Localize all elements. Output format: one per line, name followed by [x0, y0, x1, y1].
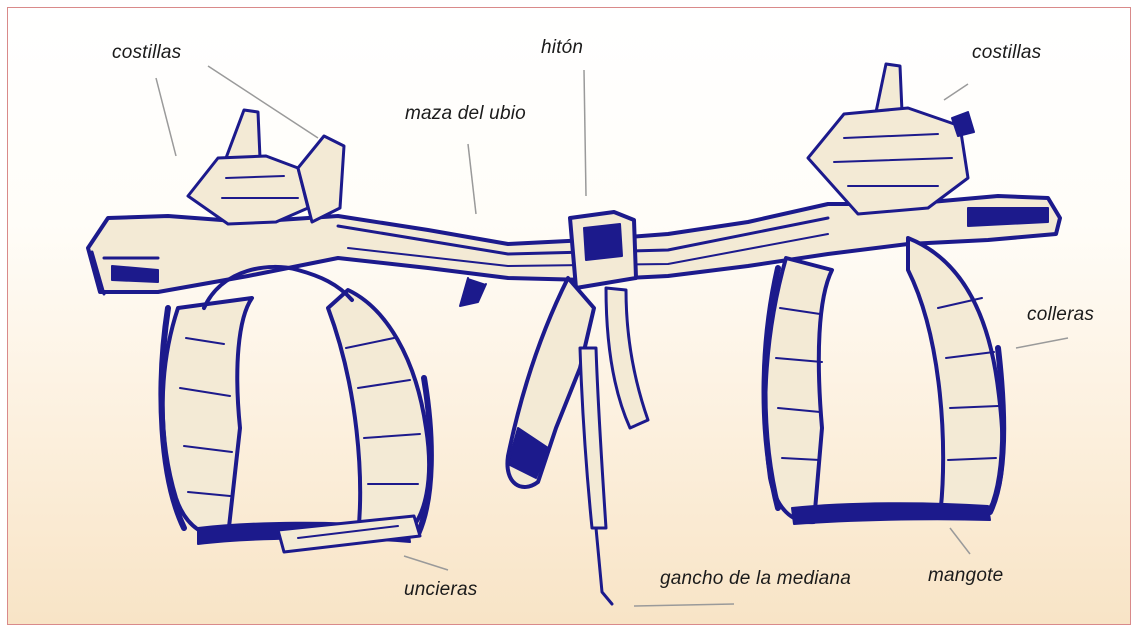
label-hiton: hitón	[541, 37, 584, 58]
label-maza-del-ubio: maza del ubio	[405, 103, 526, 124]
label-uncieras: uncieras	[404, 579, 478, 600]
label-costillas-left: costillas	[112, 42, 182, 63]
right-collar	[761, 62, 1007, 525]
illustration-frame: costillas hitón maza del ubio costillas …	[7, 7, 1131, 625]
label-mangote: mangote	[928, 565, 1004, 586]
left-collar	[158, 108, 434, 554]
label-colleras: colleras	[1027, 304, 1095, 325]
label-costillas-right: costillas	[972, 42, 1042, 63]
yoke-and-collars-illustration	[86, 62, 1062, 606]
center-hiton-and-hook	[505, 210, 650, 606]
label-gancho-de-la-mediana: gancho de la mediana	[660, 568, 851, 589]
